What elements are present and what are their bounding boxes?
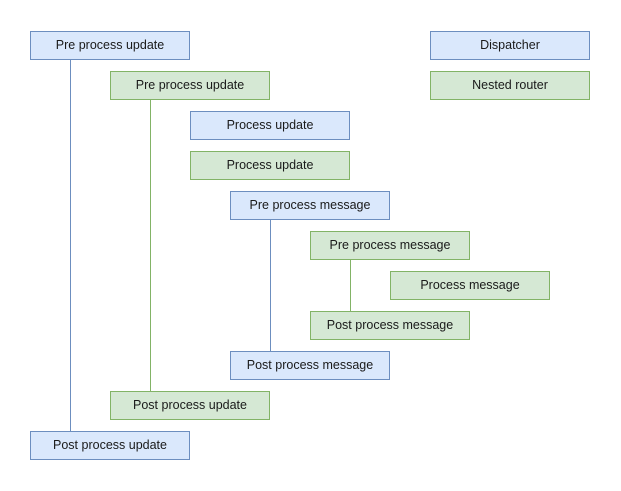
node-process-update-dispatcher[interactable]: Process update: [190, 111, 350, 140]
node-pre-process-message-nested[interactable]: Pre process message: [310, 231, 470, 260]
legend-item-dispatcher[interactable]: Dispatcher: [430, 31, 590, 60]
legend-item-label: Dispatcher: [480, 38, 540, 52]
node-label: Process update: [226, 118, 314, 132]
edge-dispatcher-0: [70, 60, 71, 431]
legend-item-nested-router[interactable]: Nested router: [430, 71, 590, 100]
node-post-process-message-dispatcher[interactable]: Post process message: [230, 351, 390, 380]
node-pre-process-message-dispatcher[interactable]: Pre process message: [230, 191, 390, 220]
edge-dispatcher-2: [270, 220, 271, 351]
edge-nested-1: [150, 100, 151, 391]
node-post-process-update-nested[interactable]: Post process update: [110, 391, 270, 420]
node-label: Pre process message: [249, 198, 371, 212]
node-process-message-nested[interactable]: Process message: [390, 271, 550, 300]
node-label: Post process update: [133, 398, 247, 412]
node-pre-process-update-nested[interactable]: Pre process update: [110, 71, 270, 100]
node-label: Pre process update: [135, 78, 245, 92]
node-label: Post process message: [326, 318, 454, 332]
node-label: Process message: [420, 278, 520, 292]
node-process-update-nested[interactable]: Process update: [190, 151, 350, 180]
legend-item-label: Nested router: [472, 78, 548, 92]
node-label: Process update: [226, 158, 314, 172]
node-pre-process-update-dispatcher[interactable]: Pre process update: [30, 31, 190, 60]
node-label: Pre process update: [55, 38, 165, 52]
edge-nested-3: [350, 260, 351, 311]
node-label: Pre process message: [329, 238, 451, 252]
node-label: Post process update: [53, 438, 167, 452]
node-post-process-message-nested[interactable]: Post process message: [310, 311, 470, 340]
node-post-process-update-dispatcher[interactable]: Post process update: [30, 431, 190, 460]
node-label: Post process message: [246, 358, 374, 372]
